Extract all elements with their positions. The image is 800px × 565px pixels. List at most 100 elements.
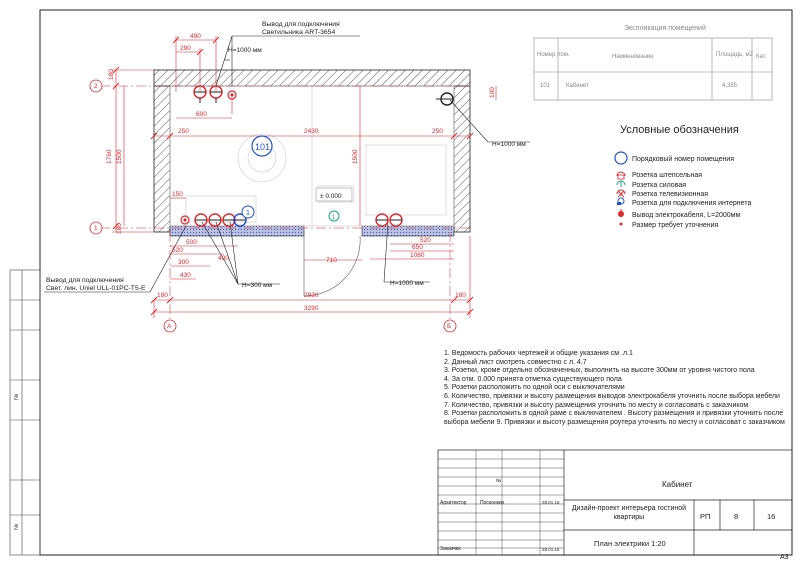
drawing-name: План электрики 1:20 — [594, 539, 666, 548]
dimension-lines — [112, 36, 497, 318]
dim-text: 400 — [218, 255, 229, 262]
legend-item: Розетка телевизионная — [632, 191, 708, 198]
tb-nz: № — [496, 478, 502, 484]
explication-header-area: Площадь, м2 — [716, 52, 754, 58]
socket-outlet-icon — [375, 213, 389, 227]
project-name: Дизайн-проект интерьера гостиной квартир… — [571, 505, 687, 521]
socket-outlet-icon — [616, 171, 626, 180]
dim-text: 650 — [412, 244, 423, 251]
axis-label-a: А — [167, 323, 172, 330]
explication-header-cat: Кат. — [756, 54, 767, 60]
dim-text: 1080 — [410, 252, 425, 259]
height-note: H=300 мм — [242, 282, 273, 289]
axis-bubble-a — [163, 319, 177, 333]
cable-outlet-icon — [180, 215, 190, 225]
dim-text: 1760 — [106, 149, 113, 164]
note-line: 8. Розетки расположить в одной раме с вы… — [444, 410, 785, 426]
note-line: 3. Розетки, кроме отдельно обозначенных,… — [444, 367, 755, 375]
axis-label-1: 1 — [94, 225, 98, 232]
dim-text: 500 — [186, 239, 197, 246]
legend-item: Розетка силовая — [632, 182, 686, 189]
legend-item: Розетка для подключения интернета — [632, 200, 751, 207]
tb-date: 28.01.16 — [542, 547, 560, 552]
dim-text: 520 — [172, 247, 183, 254]
stage: РП — [700, 512, 711, 521]
cable-outlet-icon — [227, 90, 237, 100]
room-marker-circle — [241, 205, 255, 219]
internet-socket-icon — [233, 213, 247, 227]
power-socket-icon — [616, 180, 626, 187]
dim-text: 490 — [190, 33, 201, 40]
left-binding-strip — [9, 269, 41, 556]
sheet-no: 8 — [734, 512, 739, 521]
dim-text: 100 — [489, 87, 496, 98]
axis-label-b: Б — [447, 323, 451, 330]
dim-text: 520 — [420, 237, 431, 244]
axis-lines — [100, 85, 470, 322]
explication-table-grid — [533, 37, 773, 101]
tb-role-customer: Заказчик — [440, 546, 461, 552]
tv-socket-icon — [616, 189, 626, 198]
legend-item: Размер требует уточнения — [632, 221, 719, 229]
explication-cell-area: 4,395 — [722, 83, 738, 89]
level-mark: ± 0.000 — [320, 193, 342, 200]
internet-socket-icon — [617, 197, 625, 205]
room-marker-green-circle — [328, 210, 340, 222]
explication-cell-name: Кабинет — [566, 83, 589, 89]
dim-text: 250 — [178, 128, 189, 135]
legend-item: Розетка штепсельная — [632, 172, 702, 179]
sheet-title: Кабинет — [662, 480, 693, 489]
dim-text: 1500 — [116, 149, 123, 164]
note-line: 2. Данный лист смотреть совместно с л. 4… — [444, 358, 587, 366]
socket-outlet-icon — [208, 213, 222, 227]
room-marker-green: 1 — [332, 215, 336, 221]
dim-text: 600 — [196, 111, 207, 118]
dim-text: 430 — [180, 272, 191, 279]
tb-architect-name: Посконкин — [480, 500, 505, 506]
note-line: 7. Количество, привязки и высоту размеще… — [444, 401, 749, 409]
dim-text: 180 — [108, 69, 115, 80]
legend-item: Порядковый номер помещения — [632, 155, 734, 163]
dim-text: 290 — [180, 45, 191, 52]
dim-text: 180 — [157, 292, 168, 299]
tb-date: 28.01.16 — [542, 500, 560, 505]
light-outlet-callout: Вывод для подключения — [46, 277, 124, 284]
light-outlet-callout: Свет. лин. Uniel ULL-01PC-T5-E — [46, 285, 146, 292]
explication-cell-num: 101 — [540, 83, 551, 89]
explication-header-num: Номер пом. — [537, 52, 570, 58]
legend-item: Вывод электрокабеля, L=2000мм — [632, 211, 740, 219]
dim-text: 2930 — [304, 292, 319, 299]
tv-socket-icon — [222, 213, 236, 227]
socket-outlet-icon — [209, 85, 223, 103]
note-line: 5. Розетки расположить по одной оси с вы… — [444, 384, 625, 392]
height-note: H=1000 мм — [228, 47, 262, 54]
axis-bubble-2 — [89, 79, 103, 93]
room-marker: 1 — [246, 210, 250, 217]
height-note: H=1000 мм — [390, 280, 424, 287]
tv-socket-icon — [193, 85, 207, 103]
title-block-grid — [437, 449, 793, 556]
level-mark-box — [315, 187, 353, 202]
axis-bubble-b — [443, 319, 457, 333]
dim-text: 150 — [172, 191, 183, 198]
dim-text: 180 — [116, 223, 123, 234]
height-note: H=1000 мм — [492, 141, 526, 148]
legend-title: Условные обозначения — [620, 124, 739, 136]
strip-no: № — [13, 394, 20, 400]
axis-bubble-1 — [89, 221, 103, 235]
dim-text: 250 — [432, 128, 443, 135]
socket-outlet-icon — [194, 213, 208, 227]
room-number: 101 — [255, 142, 270, 152]
note-line: 1. Ведомость рабочих чертежей и общие ук… — [444, 350, 633, 357]
dim-text: 710 — [326, 257, 337, 264]
door — [303, 231, 361, 297]
sheets-total: 16 — [767, 512, 776, 521]
socket-outlet-icon — [436, 92, 454, 106]
explication-header-name: Наименование — [612, 54, 654, 60]
cable-outlet-icon — [618, 209, 624, 217]
note-line: 6. Количество, привязки и высоту размеще… — [444, 392, 780, 400]
strip-no: № — [13, 524, 20, 530]
tb-role-architect: Архитектор — [440, 500, 467, 506]
